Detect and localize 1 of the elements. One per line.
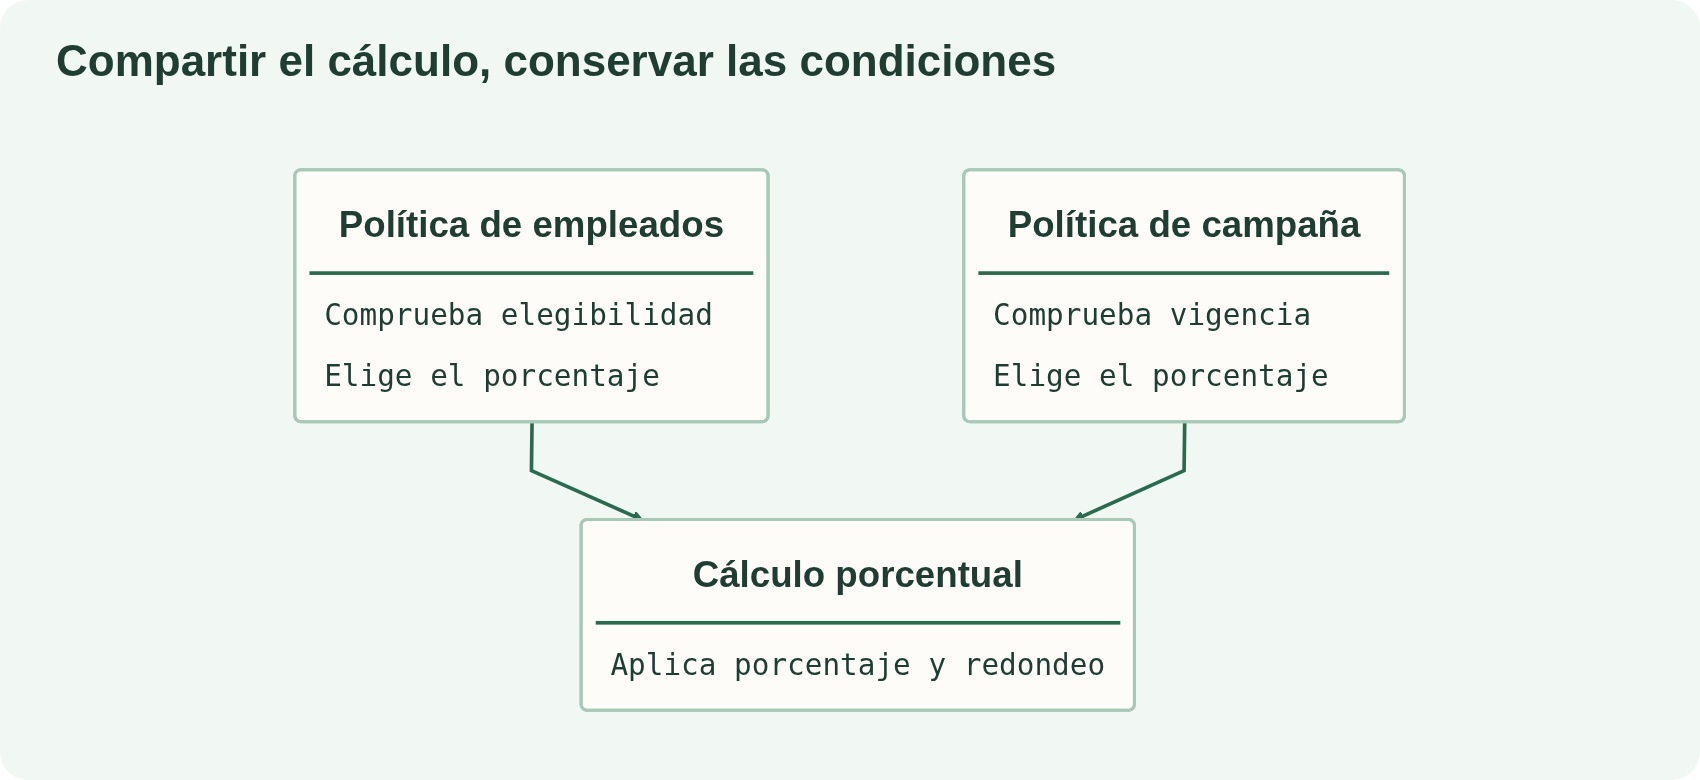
- diagram-title: Compartir el cálculo, conservar las condiciones: [56, 36, 1057, 86]
